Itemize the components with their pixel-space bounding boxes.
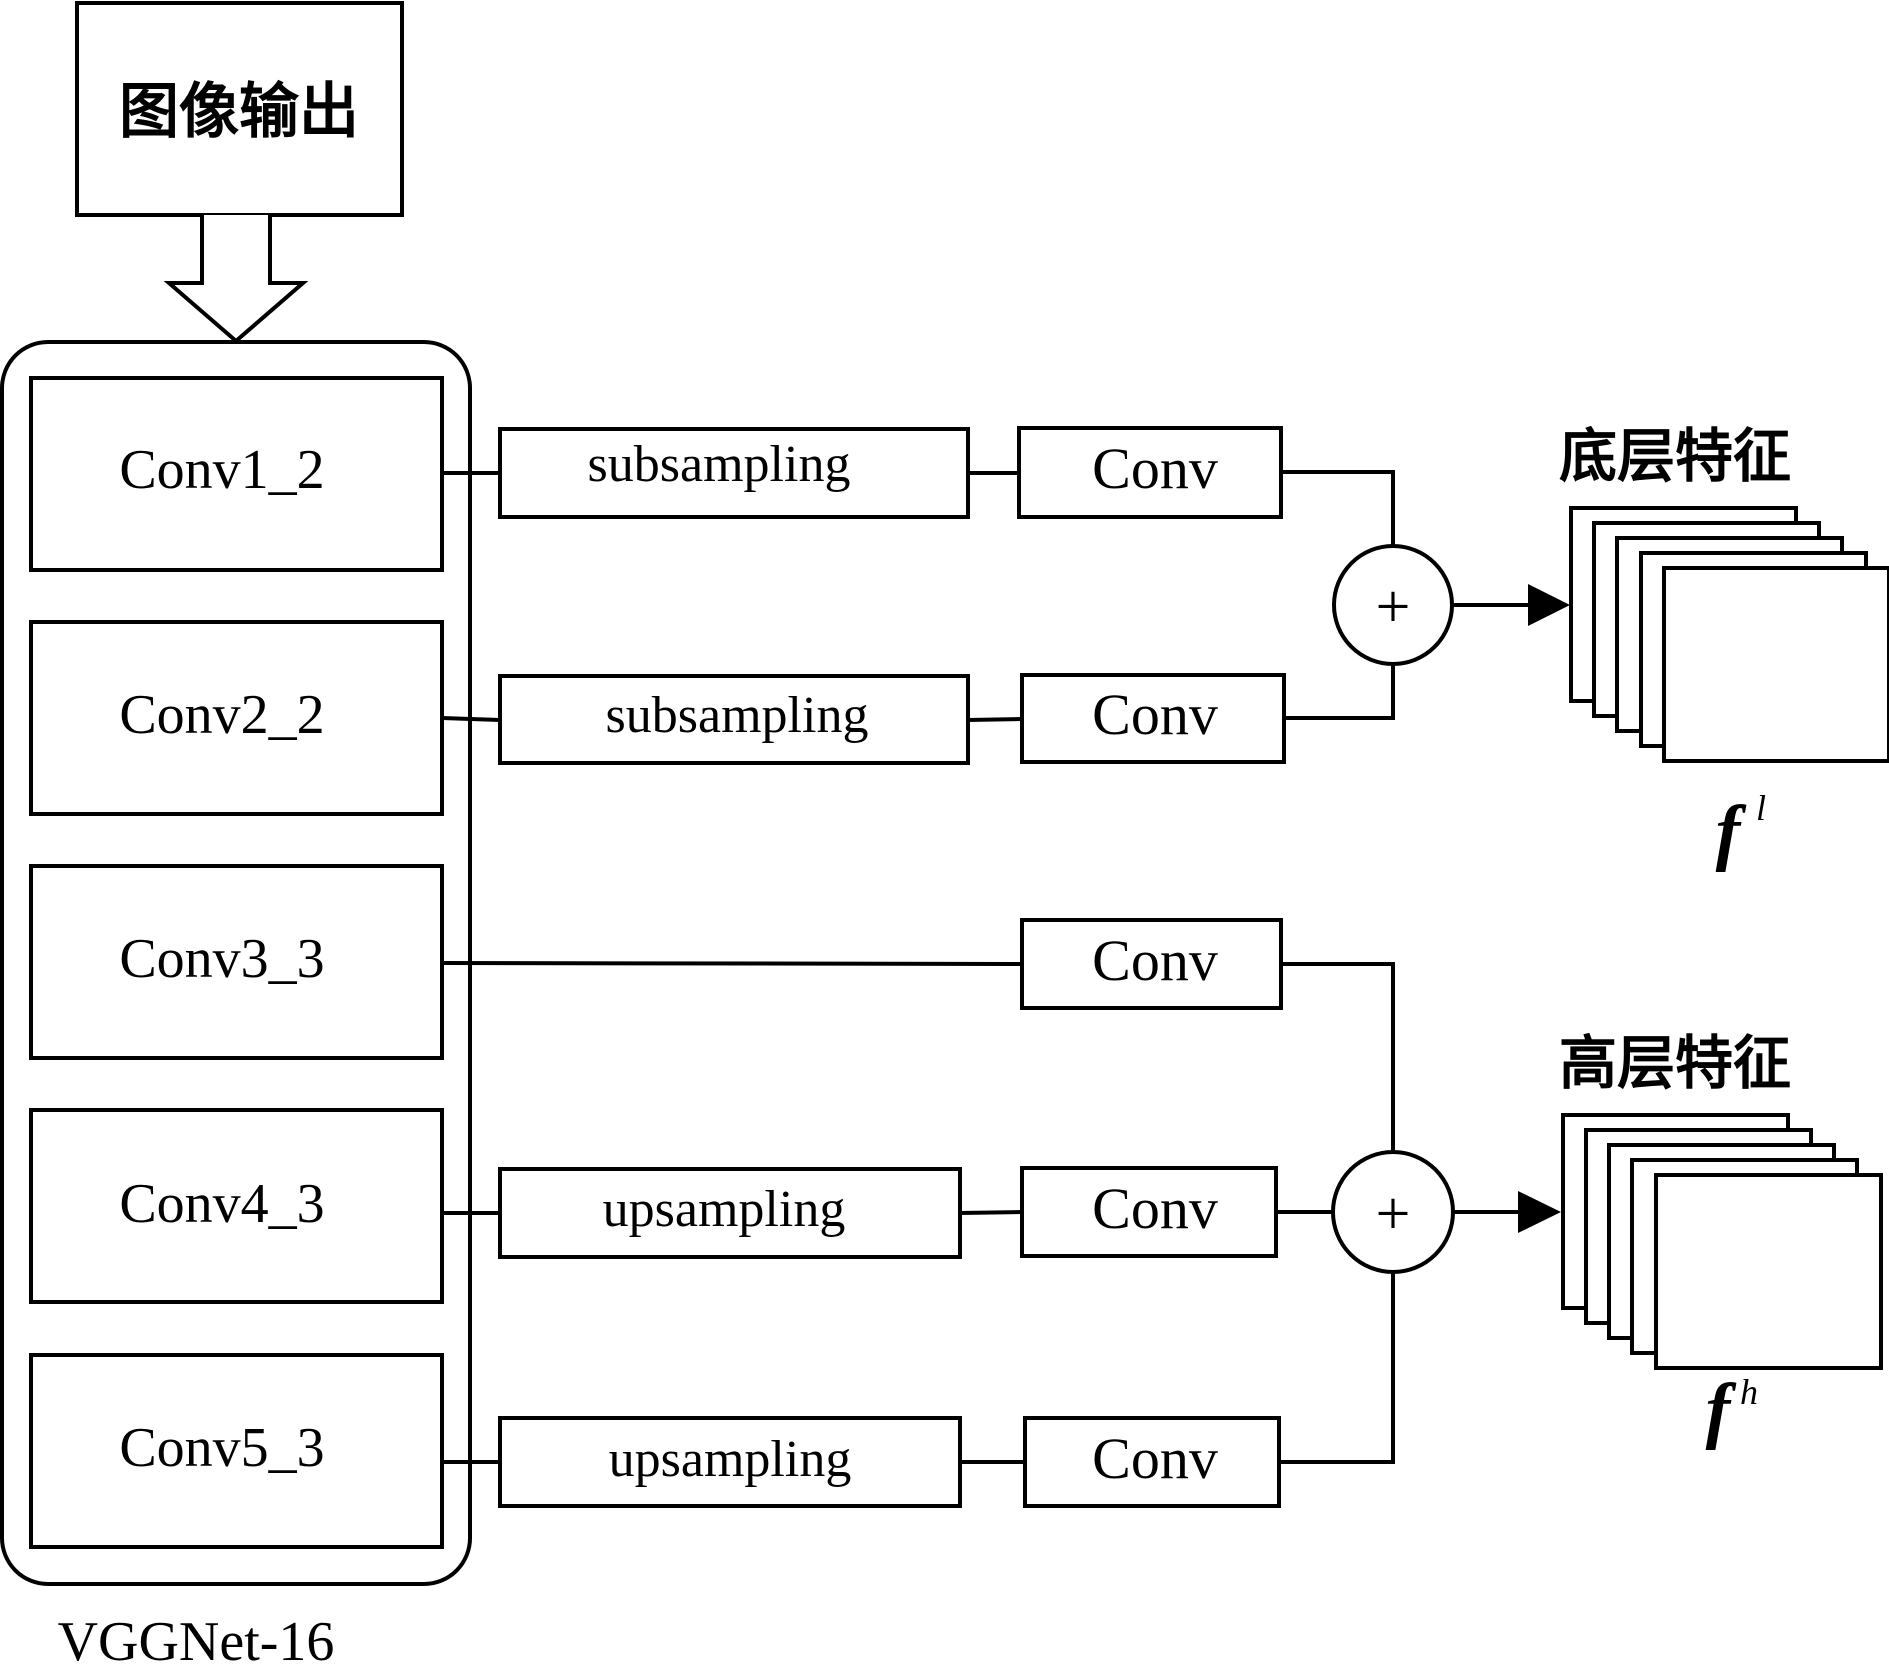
branch-conv3: Conv	[441, 918, 1395, 1153]
arrowhead-high	[1518, 1191, 1561, 1233]
layer-label: Conv5_3	[119, 1417, 324, 1479]
subsampling-label: subsampling	[606, 687, 869, 744]
branch-conv5: upsampling Conv	[442, 1272, 1395, 1508]
high-level-feature-title: 高层特征	[1559, 1029, 1791, 1097]
high-level-feature-symbol: f h	[1706, 1369, 1758, 1451]
layer-conv1-2: Conv1_2	[29, 376, 444, 572]
upsampling-box-4	[498, 1167, 962, 1259]
backbone-caption: VGGNet-16	[58, 1611, 335, 1673]
subsampling-box-2	[498, 674, 970, 765]
low-level-feature-title: 底层特征	[1559, 422, 1791, 490]
layer-label: Conv4_3	[119, 1173, 324, 1235]
branch-conv1: subsampling Conv	[442, 426, 1395, 546]
subsampling-label: subsampling	[588, 436, 851, 493]
plus-symbol: +	[1376, 573, 1411, 641]
low-level-feature-stack	[1569, 506, 1889, 763]
conv-box-3	[1020, 918, 1283, 1010]
feature-symbol: f	[1706, 1369, 1737, 1451]
merge-node-low: +	[1332, 544, 1454, 666]
layer-conv4-3: Conv4_3	[29, 1108, 444, 1304]
conv-box-1	[1017, 426, 1283, 519]
low-level-feature-symbol: f l	[1716, 788, 1766, 873]
conv-label: Conv	[1092, 1176, 1218, 1241]
input-box: 图像输出	[75, 1, 404, 217]
upsampling-label: upsampling	[603, 1181, 846, 1238]
high-level-feature-stack	[1561, 1113, 1883, 1370]
conv-label: Conv	[1092, 682, 1218, 747]
branch-conv4: upsampling Conv	[442, 1166, 1332, 1259]
conv-label: Conv	[1092, 436, 1218, 501]
feature-superscript: l	[1756, 788, 1766, 828]
layer-conv5-3: Conv5_3	[29, 1353, 444, 1549]
conv-box-4	[1020, 1166, 1278, 1258]
layer-label: Conv1_2	[119, 439, 324, 501]
layer-label: Conv3_3	[119, 928, 324, 990]
plus-symbol: +	[1376, 1180, 1411, 1248]
input-box-label: 图像输出	[119, 77, 359, 147]
subsampling-box-1	[498, 427, 970, 519]
input-down-arrow	[163, 215, 309, 344]
layer-conv3-3: Conv3_3	[29, 864, 444, 1060]
vgg-backbone: Conv1_2 Conv2_2 Conv3_3 Conv4_3 Conv5_3	[0, 340, 472, 1586]
branch-conv2: subsampling Conv	[441, 664, 1395, 765]
arrowhead-low	[1528, 584, 1570, 626]
conv-label: Conv	[1092, 928, 1218, 993]
upsampling-label: upsampling	[609, 1431, 852, 1488]
conv-label: Conv	[1092, 1426, 1218, 1491]
layer-conv2-2: Conv2_2	[29, 620, 444, 816]
feature-superscript: h	[1740, 1372, 1758, 1412]
conv-box-5	[1023, 1416, 1281, 1508]
feature-symbol: f	[1716, 791, 1747, 873]
merge-node-high: +	[1331, 1150, 1455, 1274]
layer-label: Conv2_2	[119, 684, 324, 746]
